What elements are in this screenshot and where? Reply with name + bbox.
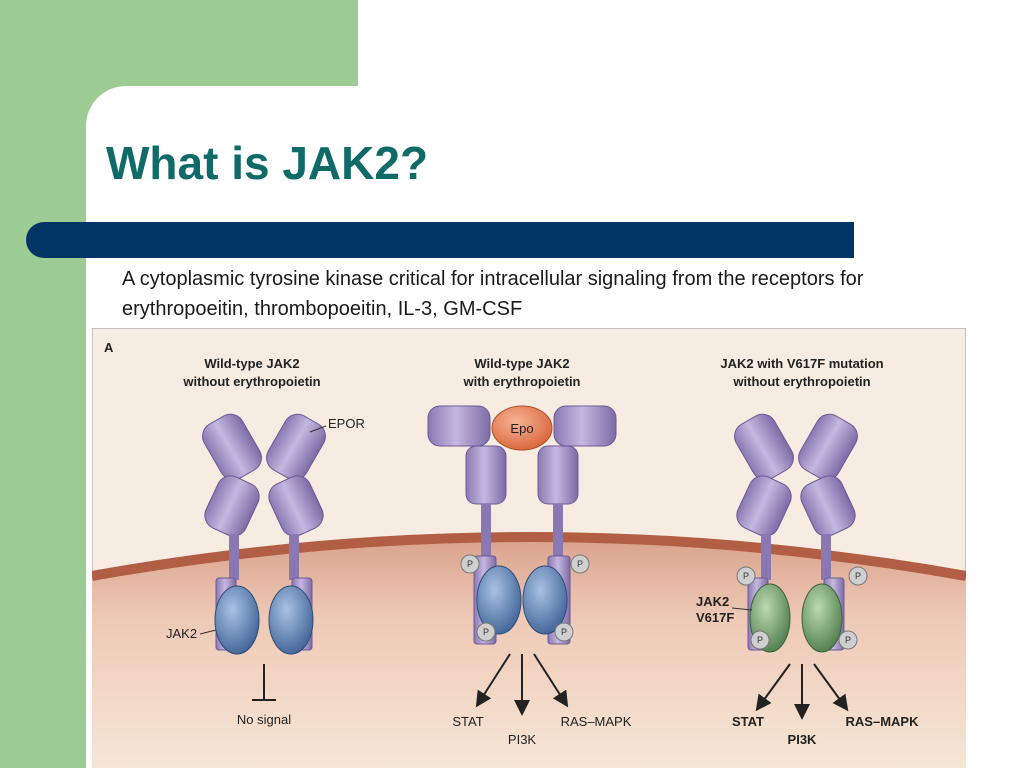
output-stat: STAT (452, 714, 483, 729)
panel3-heading-line2: without erythropoietin (732, 374, 870, 389)
epo-ligand (491, 405, 553, 451)
svg-text:P: P (561, 627, 567, 637)
svg-text:P: P (577, 559, 583, 569)
phospho-marker: P (554, 622, 574, 642)
jak2-v617f-label-line2: V617F (696, 610, 734, 625)
svg-text:P: P (757, 635, 763, 645)
phospho-marker: P (570, 554, 590, 574)
arrow-to-ras-mapk-mutant (813, 663, 849, 712)
phospho-marker: P (750, 630, 770, 650)
phospho-marker: P (460, 554, 480, 574)
panel3-heading-line1: JAK2 with V617F mutation (720, 356, 883, 371)
svg-text:P: P (483, 627, 489, 637)
output-pi3k-mutant: PI3K (788, 732, 818, 747)
output-ras-mapk-mutant: RAS–MAPK (846, 714, 920, 729)
no-signal-inhibition-symbol (252, 664, 276, 701)
jak2-protein-left (214, 585, 260, 655)
jak2-protein-active-right (522, 565, 568, 635)
jak2-signaling-figure: A Wild-type JAK2 without erythropoietin … (92, 328, 966, 768)
slide-title: What is JAK2? (106, 137, 429, 189)
svg-text:P: P (845, 635, 851, 645)
output-ras-mapk: RAS–MAPK (561, 714, 632, 729)
panel1-heading-line2: without erythropoietin (182, 374, 320, 389)
jak2-v617f-protein-right (801, 583, 843, 653)
panel2-heading-line2: with erythropoietin (463, 374, 581, 389)
panel-letter: A (104, 340, 114, 355)
panel1-receptor-dimer (202, 413, 326, 655)
svg-text:P: P (467, 559, 473, 569)
jak2-label: JAK2 (166, 626, 197, 641)
no-signal-label: No signal (237, 712, 291, 727)
epo-label: Epo (510, 421, 533, 436)
phospho-marker: P (476, 622, 496, 642)
phospho-marker: P (838, 630, 858, 650)
arrow-to-stat (475, 653, 511, 708)
epor-label: EPOR (328, 416, 365, 431)
jak2-protein-right (268, 585, 314, 655)
svg-text:P: P (855, 571, 861, 581)
jak2-protein-active-left (476, 565, 522, 635)
slide-description: A cytoplasmic tyrosine kinase critical f… (122, 268, 864, 320)
arrow-to-stat-mutant (755, 663, 791, 712)
title-divider-bar (26, 222, 854, 258)
panel2-receptor-dimer (427, 405, 617, 645)
phospho-marker: P (848, 566, 868, 586)
jak2-v617f-label-line1: JAK2 (696, 594, 729, 609)
svg-text:P: P (743, 571, 749, 581)
output-stat-mutant: STAT (732, 714, 764, 729)
cell-membrane (92, 532, 966, 581)
phospho-marker: P (736, 566, 756, 586)
panel2-heading-line1: Wild-type JAK2 (474, 356, 569, 371)
arrow-to-ras-mapk (533, 653, 569, 708)
output-pi3k: PI3K (508, 732, 537, 747)
panel1-heading-line1: Wild-type JAK2 (204, 356, 299, 371)
